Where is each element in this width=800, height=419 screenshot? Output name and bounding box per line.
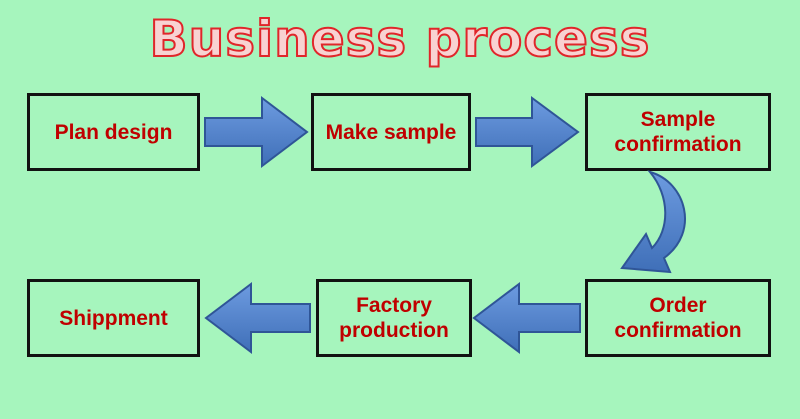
curved-arrow-down-icon [620, 170, 686, 274]
diagram-title: Business process [149, 9, 651, 69]
step-label: Sample confirmation [614, 108, 742, 156]
step-factory-production: Factory production [316, 279, 472, 357]
step-plan-design: Plan design [27, 93, 200, 171]
step-sample-confirmation: Sample confirmation [585, 93, 771, 171]
arrow-left-icon [472, 281, 581, 355]
step-label: Factory production [339, 294, 449, 342]
step-make-sample: Make sample [311, 93, 471, 171]
arrow-right-icon [475, 96, 580, 168]
step-shippment: Shippment [27, 279, 200, 357]
arrow-left-icon [204, 281, 311, 355]
step-label: Shippment [59, 306, 168, 330]
step-order-confirmation: Order confirmation [585, 279, 771, 357]
arrow-right-icon [204, 95, 309, 169]
step-label: Order confirmation [614, 294, 742, 342]
step-label: Plan design [54, 120, 173, 144]
step-label: Make sample [325, 120, 457, 144]
